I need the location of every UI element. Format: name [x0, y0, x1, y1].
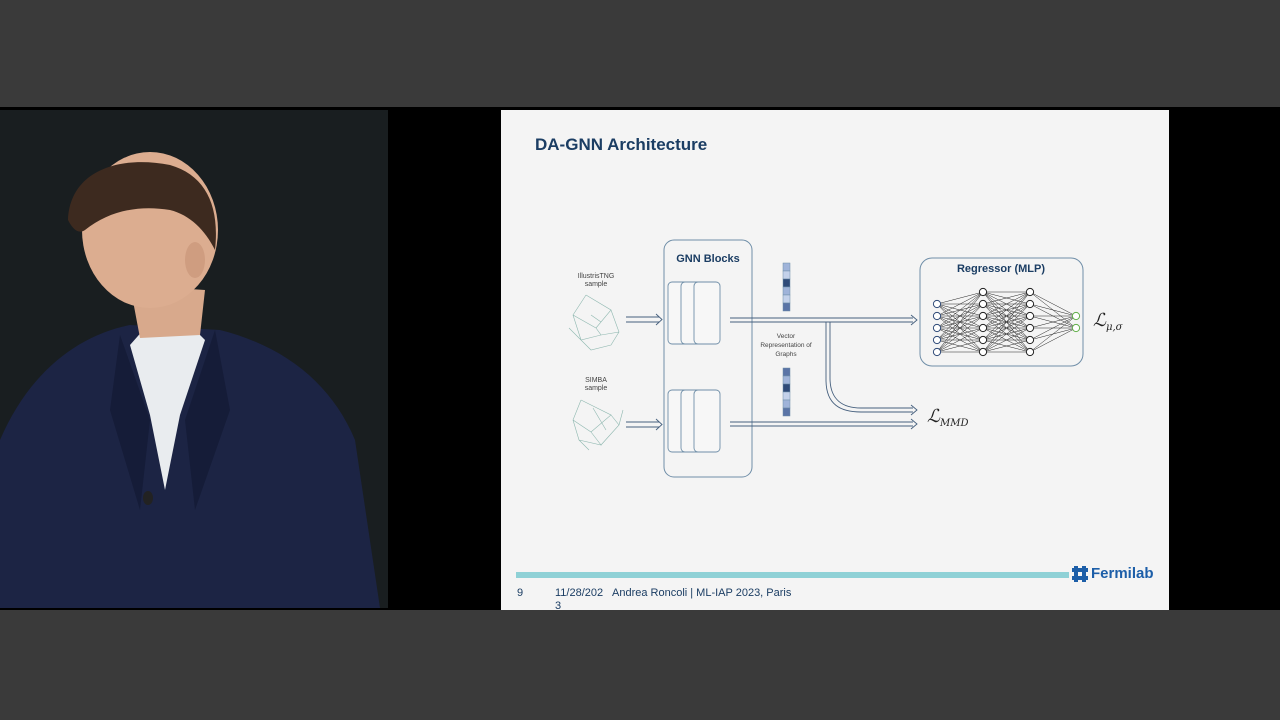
illustristng-graph-icon [568, 294, 620, 351]
mlp-node [978, 335, 988, 345]
fermilab-logo-icon [1072, 565, 1088, 582]
mlp-node [978, 287, 988, 297]
mlp-node [1071, 323, 1081, 333]
sample1-label-line1: IllustrisTNG [578, 273, 615, 280]
mlp-node [1025, 347, 1035, 357]
mlp-node [978, 323, 988, 333]
footer-bar [516, 572, 1069, 578]
regressor-container [919, 257, 1084, 367]
vector-label-line2: Representation of [760, 342, 812, 349]
mlp-node [1025, 287, 1035, 297]
fermilab-logo: Fermilab [1072, 565, 1154, 582]
speaker-video-feed [0, 110, 388, 608]
sample2-label-line1: SIMBA [585, 377, 607, 384]
mlp-node [932, 311, 942, 321]
mlp-node [932, 335, 942, 345]
slide-author-event: Andrea Roncoli | ML-IAP 2023, Paris [612, 587, 792, 599]
mlp-node [978, 347, 988, 357]
gnn-blocks-label: GNN Blocks [676, 253, 740, 265]
loss-mmd: ℒMMD [927, 406, 968, 429]
vector-top [782, 262, 791, 312]
slide-number: 9 [517, 587, 524, 599]
vector-label-line3: Graphs [775, 351, 797, 358]
logo-text: Fermilab [1091, 565, 1154, 582]
mlp-node [978, 299, 988, 309]
mlp-node [932, 323, 942, 333]
slide-date: 11/28/2023 [555, 587, 604, 612]
simba-graph-icon [572, 399, 624, 451]
regressor-label: Regressor (MLP) [957, 263, 1045, 275]
architecture-diagram: IllustrisTNG sample SIMBA sample GNN Blo… [568, 239, 1124, 478]
sample1-label-line2: sample [585, 281, 608, 288]
slide-title: DA-GNN Architecture [535, 135, 708, 154]
mlp-node [1025, 335, 1035, 345]
mlp-node [1025, 299, 1035, 309]
mlp-node [1025, 311, 1035, 321]
loss-mu-sigma: ℒμ,σ [1093, 310, 1124, 333]
mlp-network [932, 287, 1081, 357]
gnn-blocks-container [663, 239, 753, 478]
presentation-slide: DA-GNN Architecture IllustrisTNG sample … [501, 110, 1169, 612]
vector-label-line1: Vector [777, 333, 796, 340]
vector-bottom [782, 367, 791, 417]
mlp-node [1071, 311, 1081, 321]
sample2-label-line2: sample [585, 385, 608, 392]
mlp-node [932, 299, 942, 309]
mlp-node [978, 311, 988, 321]
mlp-node [1025, 323, 1035, 333]
mlp-node [932, 347, 942, 357]
